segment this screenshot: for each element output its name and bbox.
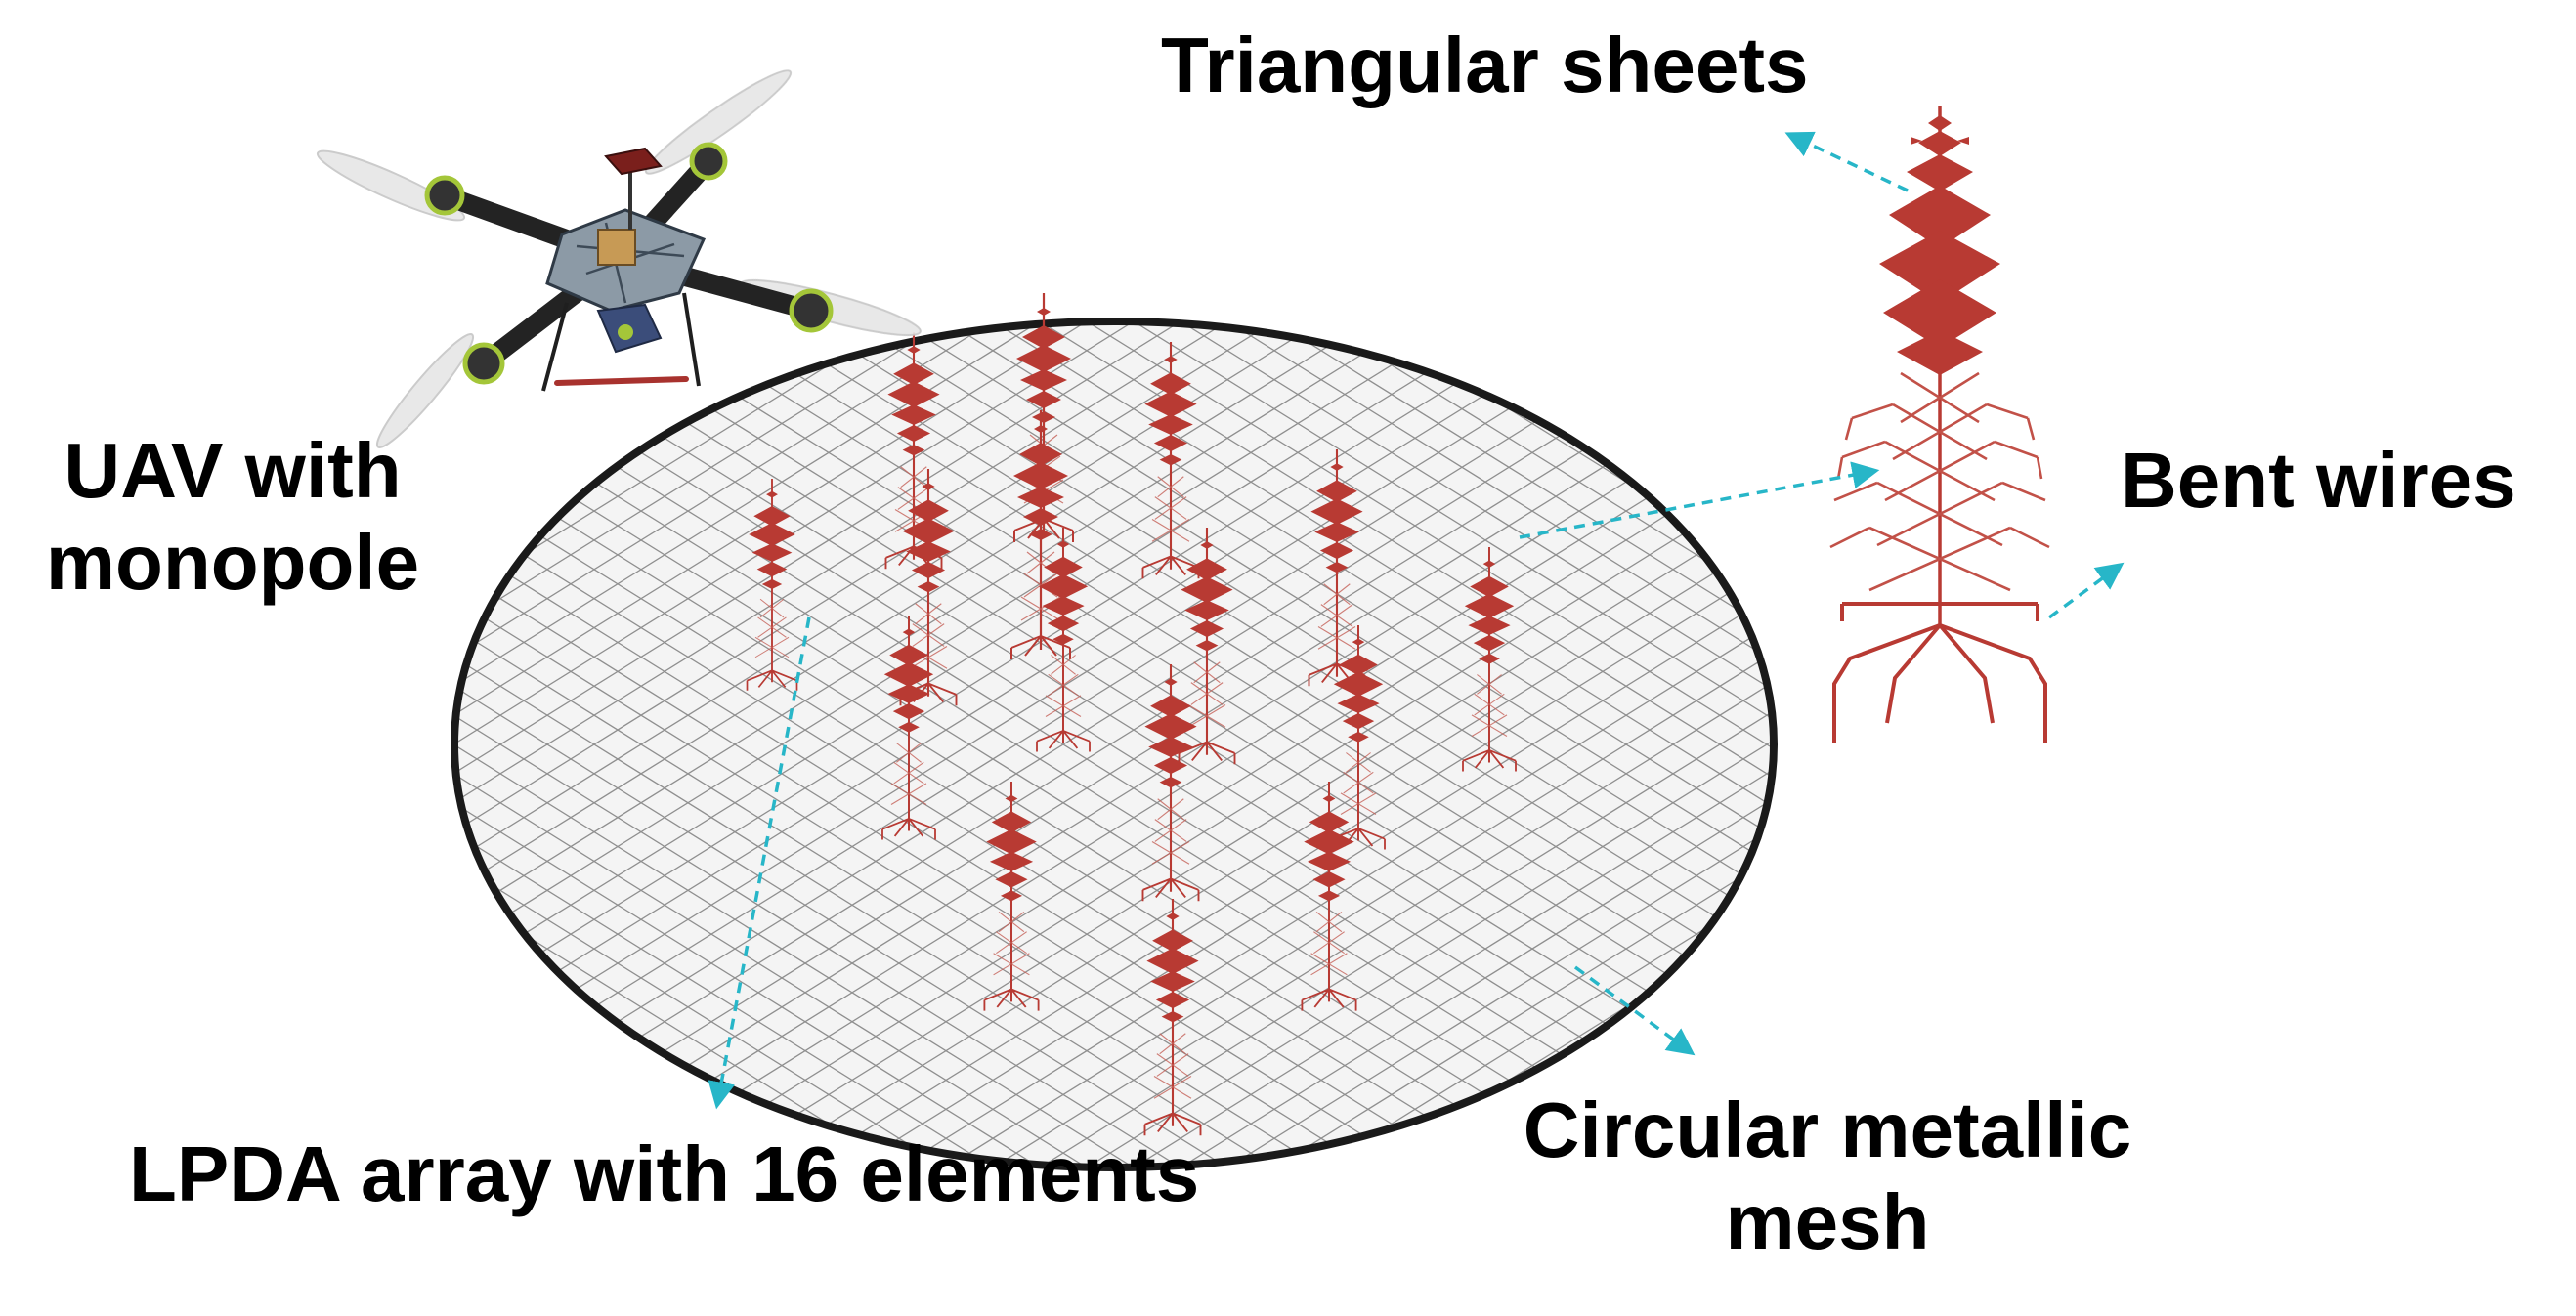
label-uav-monopole: UAV with monopole xyxy=(18,425,448,610)
mesh-line xyxy=(933,321,1774,1167)
arrow-bent-wires-closeup xyxy=(1519,461,1880,539)
mesh-line xyxy=(793,321,1774,1167)
mesh-rim xyxy=(451,318,1778,1171)
mesh-line xyxy=(1121,321,1774,1167)
mesh-line xyxy=(1027,321,1774,1167)
mesh-line xyxy=(1027,321,1774,1167)
bent-wires xyxy=(1829,371,2050,592)
mesh-line xyxy=(605,321,1774,1167)
label-circular-mesh: Circular metallic mesh xyxy=(1466,1084,2189,1269)
triangular-sheets xyxy=(1879,115,2000,375)
mesh-line xyxy=(652,321,1774,1167)
mesh-line xyxy=(980,321,1774,1167)
label-uav-line1: UAV with xyxy=(64,427,402,514)
label-mesh-line1: Circular metallic xyxy=(1523,1086,2132,1173)
mesh-line xyxy=(839,321,1774,1167)
label-bent-wires: Bent wires xyxy=(2121,437,2516,524)
circular-mesh-ground-plane xyxy=(451,318,1778,1171)
arrow-to-bent-wires-label xyxy=(2047,562,2125,619)
arrow-to-lpda-array-label xyxy=(708,616,811,1110)
mesh-line xyxy=(558,321,1774,1167)
label-triangular-sheets: Triangular sheets xyxy=(1161,21,1809,108)
lpda-element-closeup xyxy=(1829,106,2050,743)
arrow-to-mesh-label xyxy=(1573,965,1696,1056)
label-uav-line2: monopole xyxy=(45,519,420,607)
label-lpda-array: LPDA array with 16 elements xyxy=(129,1130,1200,1217)
quadcopter-drone-icon xyxy=(316,69,922,448)
arrow-to-triangular-sheets xyxy=(1784,131,1909,192)
mesh-line xyxy=(1074,321,1774,1167)
mesh-line xyxy=(511,321,1774,1167)
mesh-line xyxy=(980,321,1774,1167)
mesh-line xyxy=(1121,321,1774,1167)
callout-arrows xyxy=(708,131,2125,1110)
mesh-line xyxy=(699,321,1774,1167)
antenna-feed-legs xyxy=(1832,602,2047,743)
mesh-line xyxy=(933,321,1774,1167)
mesh-line xyxy=(1074,321,1774,1167)
label-mesh-line2: mesh xyxy=(1725,1178,1930,1266)
